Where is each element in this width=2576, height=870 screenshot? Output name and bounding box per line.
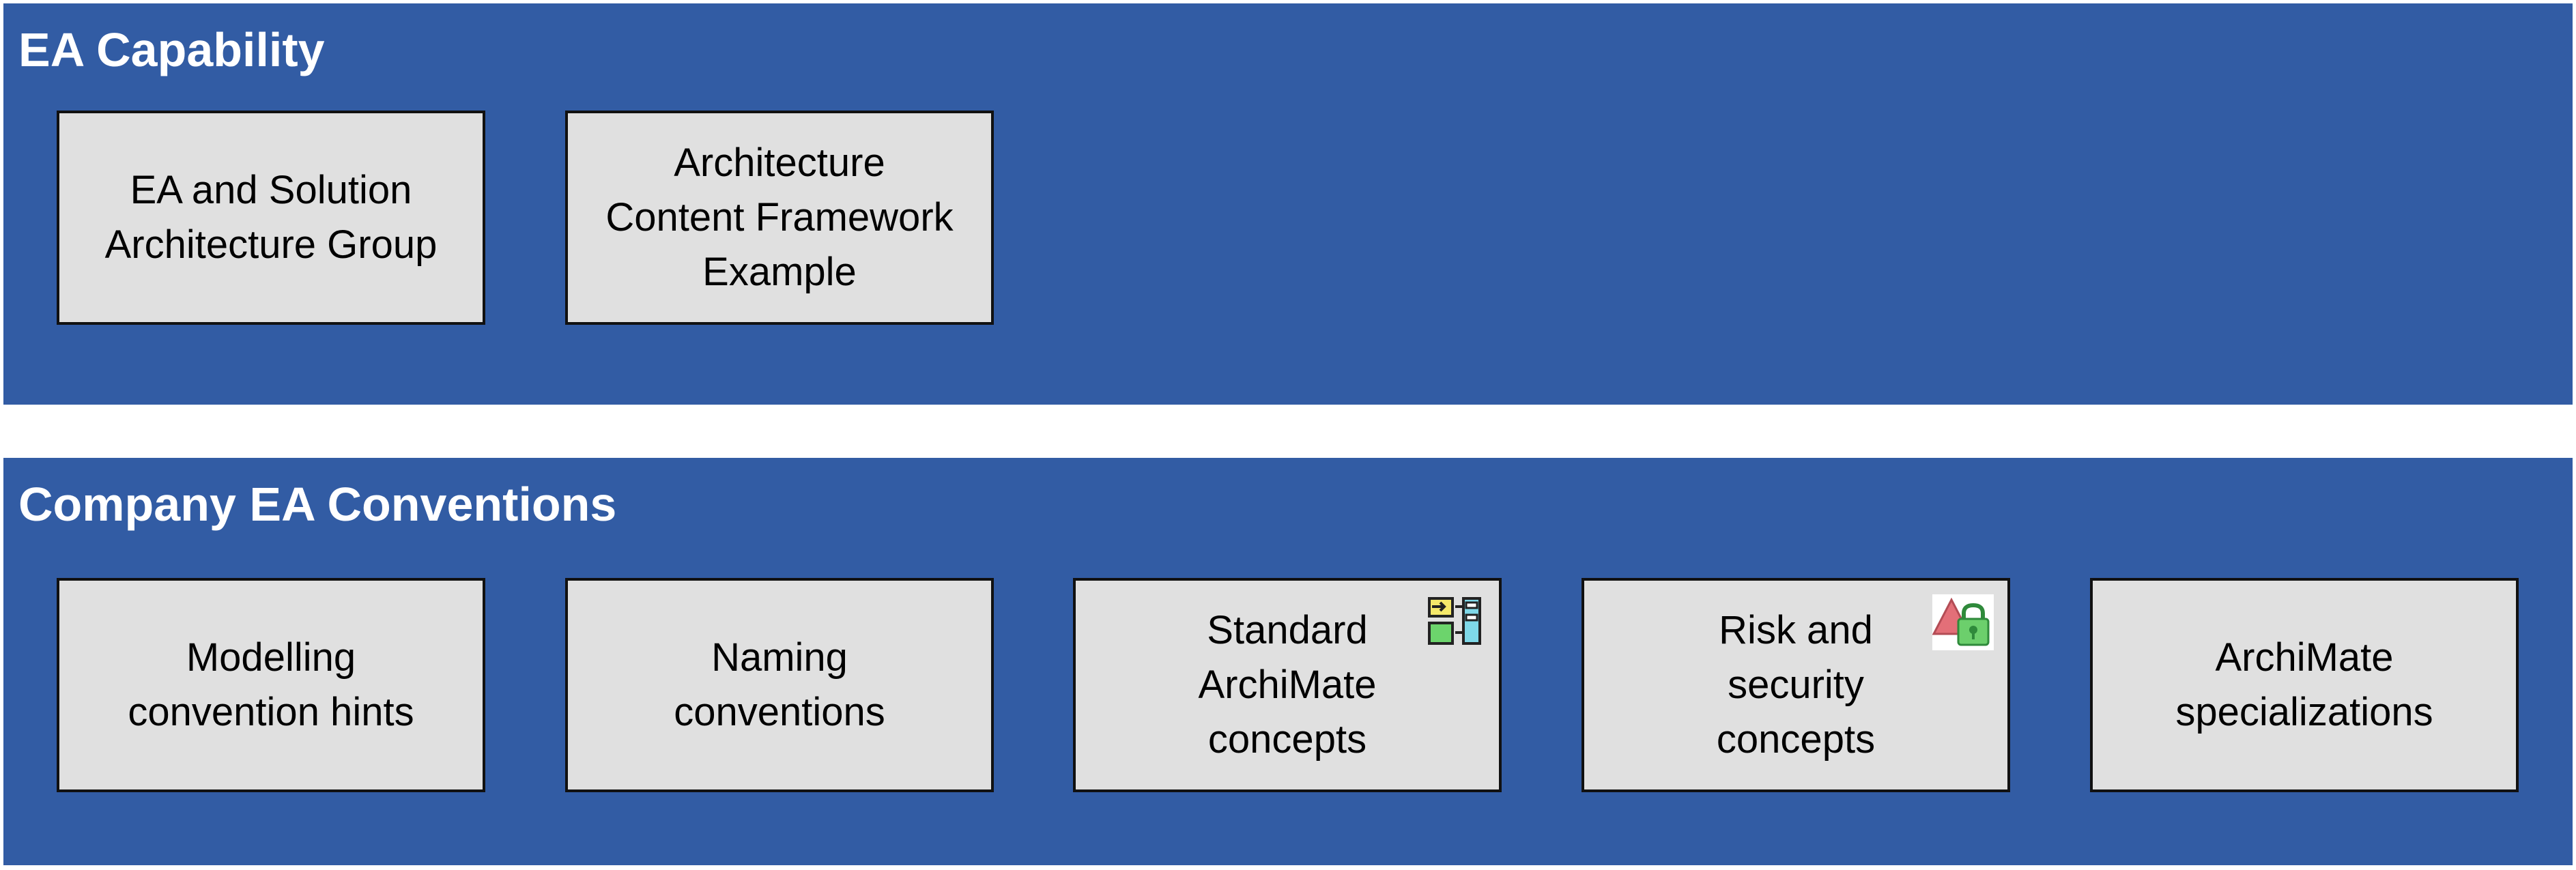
box-risk-security-concepts[interactable]: Risk and security concepts — [1582, 578, 2010, 792]
box-naming-conventions[interactable]: Naming conventions — [565, 578, 994, 792]
group-title: EA Capability — [18, 23, 325, 76]
box-label: Modelling convention hints — [128, 635, 414, 734]
box-standard-archimate-concepts[interactable]: Standard ArchiMate concepts — [1073, 578, 1502, 792]
box-label: Risk and security concepts — [1716, 608, 1876, 762]
archimate-elements-icon — [1428, 597, 1481, 645]
box-label: Architecture Content Framework Example — [605, 141, 954, 294]
group-title: Company EA Conventions — [18, 478, 617, 531]
box-archimate-specializations[interactable]: ArchiMate specializations — [2090, 578, 2519, 792]
group-company-ea-conventions[interactable]: Company EA Conventions Modelling convent… — [3, 458, 2573, 865]
box-modelling-convention-hints[interactable]: Modelling convention hints — [57, 578, 485, 792]
box-label: Standard ArchiMate concepts — [1198, 608, 1377, 762]
box-label: EA and Solution Architecture Group — [104, 168, 438, 267]
box-architecture-content-framework[interactable]: Architecture Content Framework Example — [565, 111, 994, 325]
group-ea-capability[interactable]: EA Capability EA and Solution Architectu… — [3, 3, 2573, 405]
box-ea-solution-architecture-group[interactable]: EA and Solution Architecture Group — [57, 111, 485, 325]
box-label: ArchiMate specializations — [2175, 635, 2433, 734]
risk-security-icon — [1932, 594, 1994, 650]
box-label: Naming conventions — [674, 635, 885, 734]
